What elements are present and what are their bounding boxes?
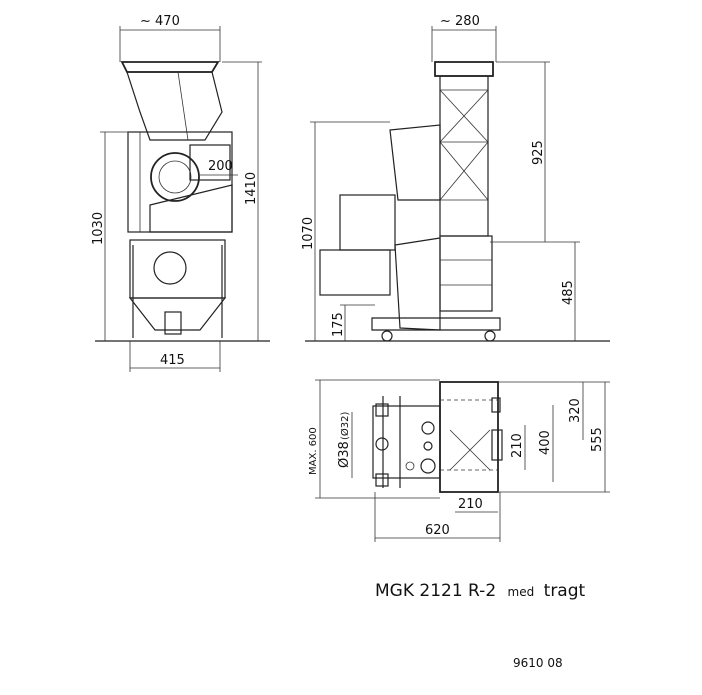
side-view <box>305 26 610 342</box>
dim-side-485: 485 <box>561 280 576 305</box>
dim-side-top-width: ~ 280 <box>440 14 480 29</box>
model-suffix: tragt <box>544 581 586 601</box>
model-suffix-small: med <box>508 585 535 599</box>
dim-front-base-width: 415 <box>160 353 185 368</box>
dim-side-1070: 1070 <box>301 217 316 250</box>
model-name: MGK 2121 R-2 <box>375 581 496 601</box>
dim-plan-400: 400 <box>538 430 553 455</box>
dim-plan-210-horizontal: 210 <box>458 497 483 512</box>
dim-side-175: 175 <box>331 312 346 337</box>
dim-plan-dia38: Ø38 <box>337 441 352 468</box>
model-caption: MGK 2121 R-2 med tragt <box>375 581 586 601</box>
plan-view <box>315 379 610 542</box>
dim-plan-max600: MAX. 600 <box>308 427 319 475</box>
document-number: 9610 08 <box>513 656 563 670</box>
dim-plan-620: 620 <box>425 523 450 538</box>
dim-plan-210-vertical: 210 <box>510 433 525 458</box>
dim-front-side: 200 <box>208 159 233 174</box>
dim-plan-dia32: (Ø32) <box>339 412 351 440</box>
dim-front-height-1410: 1410 <box>244 172 259 205</box>
front-view <box>95 26 270 372</box>
dim-front-height-1030: 1030 <box>91 212 106 245</box>
dim-plan-555: 555 <box>590 427 605 452</box>
dim-plan-320: 320 <box>568 398 583 423</box>
dim-side-925: 925 <box>531 140 546 165</box>
dim-front-top-width: ~ 470 <box>140 14 180 29</box>
